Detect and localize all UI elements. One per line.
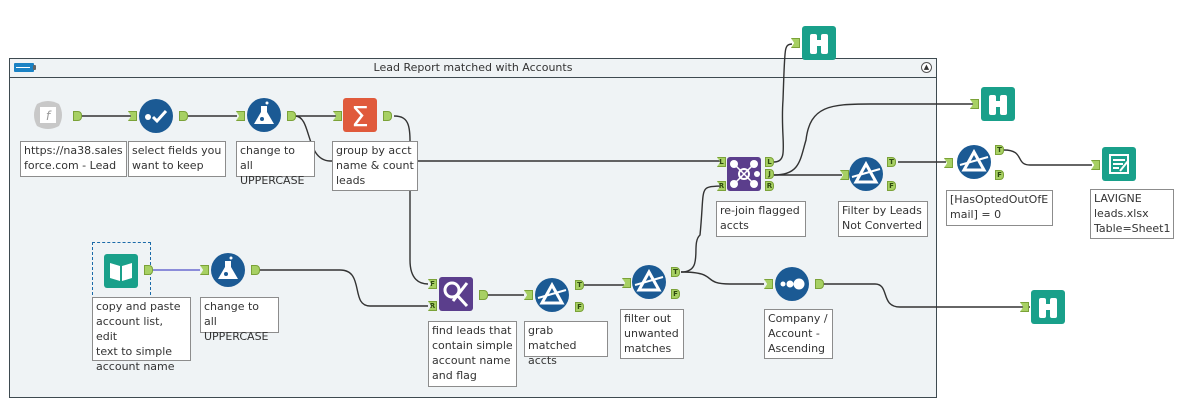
output-anchor[interactable] (383, 111, 392, 121)
sort-icon (780, 278, 805, 290)
tool-annotation: change to all UPPERCASE (200, 297, 279, 343)
output-anchor[interactable] (179, 111, 188, 121)
tool-annotation: select fields you want to keep (128, 141, 226, 177)
chevron-up-circle-icon[interactable]: ▲ (921, 62, 932, 73)
filter-icon (959, 148, 989, 172)
find-replace-tool[interactable] (439, 277, 473, 311)
salesforce-input-tool[interactable]: f (31, 98, 65, 132)
output-anchor[interactable] (73, 111, 82, 121)
select-icon (145, 109, 168, 124)
true-anchor[interactable]: T (575, 280, 584, 290)
tool-annotation: find leads that contain simple account n… (428, 321, 517, 387)
output-anchor[interactable] (479, 290, 488, 300)
svg-text:f: f (46, 109, 52, 123)
select-tool[interactable] (139, 99, 173, 133)
container-title: Lead Report matched with Accounts (373, 61, 573, 74)
tool-annotation: Company / Account - Ascending (764, 309, 833, 359)
input-anchor[interactable] (1091, 160, 1100, 170)
join-tool[interactable] (727, 157, 761, 191)
formula-tool[interactable] (247, 98, 281, 132)
tool-annotation: group by acct name & count leads (332, 141, 418, 191)
container-header: Lead Report matched with Accounts ▲ (10, 59, 936, 78)
container-toggle-icon[interactable] (14, 63, 36, 72)
output-anchor[interactable] (251, 265, 260, 275)
tool-annotation: [HasOptedOutOfE mail] = 0 (946, 190, 1053, 226)
tool-annotation: LAVIGNE leads.xlsx Table=Sheet1 (1090, 189, 1174, 239)
true-anchor[interactable]: T (995, 145, 1004, 155)
text-input-tool[interactable] (104, 254, 138, 288)
join-icon (730, 160, 760, 188)
tool-annotation: grab matched accts (524, 321, 608, 367)
browse-binoculars-icon (810, 34, 828, 54)
input-anchor[interactable] (970, 99, 979, 109)
text-input-book-icon (110, 263, 132, 281)
formula-tool[interactable] (211, 253, 245, 287)
input-anchor[interactable] (791, 38, 800, 48)
true-anchor[interactable]: T (887, 157, 896, 167)
wire (1003, 149, 1092, 166)
tool-annotation: Filter by Leads Not Converted (838, 201, 928, 237)
output-anchor[interactable] (287, 111, 296, 121)
browse-binoculars-icon (1039, 298, 1057, 318)
right-output-anchor[interactable]: R (765, 181, 774, 191)
false-anchor[interactable]: F (995, 170, 1004, 180)
filter-icon (634, 268, 664, 292)
browse-tool[interactable] (981, 87, 1015, 121)
filter-icon (537, 281, 567, 305)
summarize-tool[interactable]: Σ (343, 98, 377, 133)
tool-annotation: https://na38.sales force.com - Lead (20, 141, 127, 177)
find-replace-icon (443, 281, 469, 308)
browse-tool[interactable] (1031, 290, 1065, 324)
input-anchor[interactable] (944, 158, 953, 168)
svg-text:Σ: Σ (351, 100, 369, 132)
formula-flask-icon (254, 101, 274, 124)
output-anchor[interactable] (815, 279, 824, 289)
output-file-tool[interactable] (1102, 147, 1136, 181)
output-anchor[interactable] (144, 265, 153, 275)
false-anchor[interactable]: F (575, 302, 584, 312)
filter-tool[interactable] (849, 157, 883, 191)
false-anchor[interactable]: F (887, 181, 896, 191)
browse-binoculars-icon (989, 95, 1007, 115)
filter-tool[interactable] (535, 278, 569, 312)
output-file-icon (1109, 154, 1129, 174)
summarize-sigma-icon: Σ (351, 100, 369, 133)
filter-tool[interactable] (632, 265, 666, 299)
filter-tool[interactable] (957, 145, 991, 179)
browse-tool[interactable] (802, 26, 836, 60)
tool-annotation: filter out unwanted matches (620, 309, 684, 359)
left-output-anchor[interactable]: L (765, 157, 774, 167)
sort-tool[interactable] (775, 267, 809, 301)
formula-flask-icon (218, 256, 238, 279)
true-anchor[interactable]: T (671, 267, 680, 277)
tool-annotation: change to all UPPERCASE (236, 141, 315, 187)
salesforce-input-icon: f (34, 101, 62, 129)
join-output-anchor[interactable]: J (765, 169, 774, 179)
input-anchor[interactable] (1020, 302, 1029, 312)
filter-icon (851, 160, 881, 184)
false-anchor[interactable]: F (671, 289, 680, 299)
tool-annotation: copy and paste account list, edit text t… (92, 297, 191, 373)
tool-annotation: re-join flagged accts (716, 201, 806, 237)
